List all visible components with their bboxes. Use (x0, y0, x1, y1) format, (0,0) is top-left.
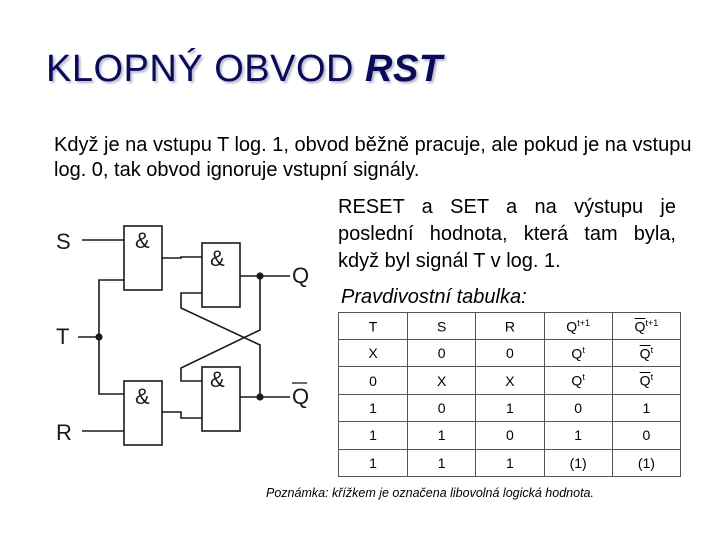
header-q-next: Qt+1 (543, 312, 613, 340)
table-cell: 1 (338, 448, 408, 478)
output-label-q: Q (292, 263, 309, 288)
gate-q-output (201, 242, 241, 308)
header-t: T (338, 312, 408, 340)
table-cell: 1 (475, 393, 545, 423)
gate-symbol-1: & (135, 228, 150, 253)
table-cell: 0 (406, 338, 477, 368)
junction-q (256, 272, 264, 280)
title-main: KLOPNÝ OBVOD (46, 48, 366, 90)
input-label-s: S (56, 229, 71, 254)
footnote: Poznámka: křížkem je označena libovolná … (266, 486, 594, 500)
header-qbar-next: Qt+1 (611, 312, 682, 340)
table-cell: 1 (338, 393, 408, 423)
truth-table-header-row: T S R Qt+1 Qt+1 (338, 312, 682, 340)
input-label-t: T (56, 324, 69, 349)
table-cell: (1) (543, 448, 613, 478)
table-cell: Qt (543, 366, 613, 395)
table-cell: Qt (611, 338, 682, 368)
table-cell: 1 (406, 448, 477, 478)
table-cell: 1 (543, 421, 613, 450)
table-cell: Qt (611, 366, 682, 395)
wire-g4-g3 (162, 411, 202, 419)
table-cell: 1 (611, 393, 682, 423)
table-cell: 0 (543, 393, 613, 423)
intro-text: Když je na vstupu T log. 1, obvod běžně … (54, 134, 692, 181)
gate-r-input (123, 380, 163, 446)
table-cell: X (338, 338, 408, 368)
side-text: RESET a SET a na výstupu je poslední hod… (338, 196, 676, 272)
table-cell: 1 (406, 421, 477, 450)
table-cell: X (475, 366, 545, 395)
table-cell: 0 (475, 338, 545, 368)
table-cell: 1 (338, 421, 408, 450)
header-r: R (475, 312, 545, 340)
table-cell: X (406, 366, 477, 395)
wire-feedback-qbar (180, 292, 261, 397)
table-cell: 0 (406, 393, 477, 423)
table-cell: Qt (543, 338, 613, 368)
junction-qbar (256, 393, 264, 401)
table-cell: (1) (611, 448, 682, 478)
table-cell: 0 (611, 421, 682, 450)
table-cell: 1 (475, 448, 545, 478)
page-title: KLOPNÝ OBVOD RST (46, 48, 443, 91)
gate-symbol-3: & (210, 367, 225, 392)
table-cell: 0 (475, 421, 545, 450)
table-cell: 0 (338, 366, 408, 395)
wire-feedback-q (180, 276, 261, 382)
gate-qbar-output (201, 366, 241, 432)
junction-t (95, 333, 103, 341)
wire-t-branch (98, 279, 124, 395)
output-label-qbar: Q (292, 384, 309, 409)
gate-symbol-2: & (210, 246, 225, 271)
truth-table-label: Pravdivostní tabulka: (341, 286, 527, 308)
gate-symbol-4: & (135, 384, 150, 409)
title-emphasis: RST (365, 48, 443, 90)
input-label-r: R (56, 420, 72, 445)
wire-g1-g2 (162, 256, 202, 259)
header-s: S (406, 312, 477, 340)
